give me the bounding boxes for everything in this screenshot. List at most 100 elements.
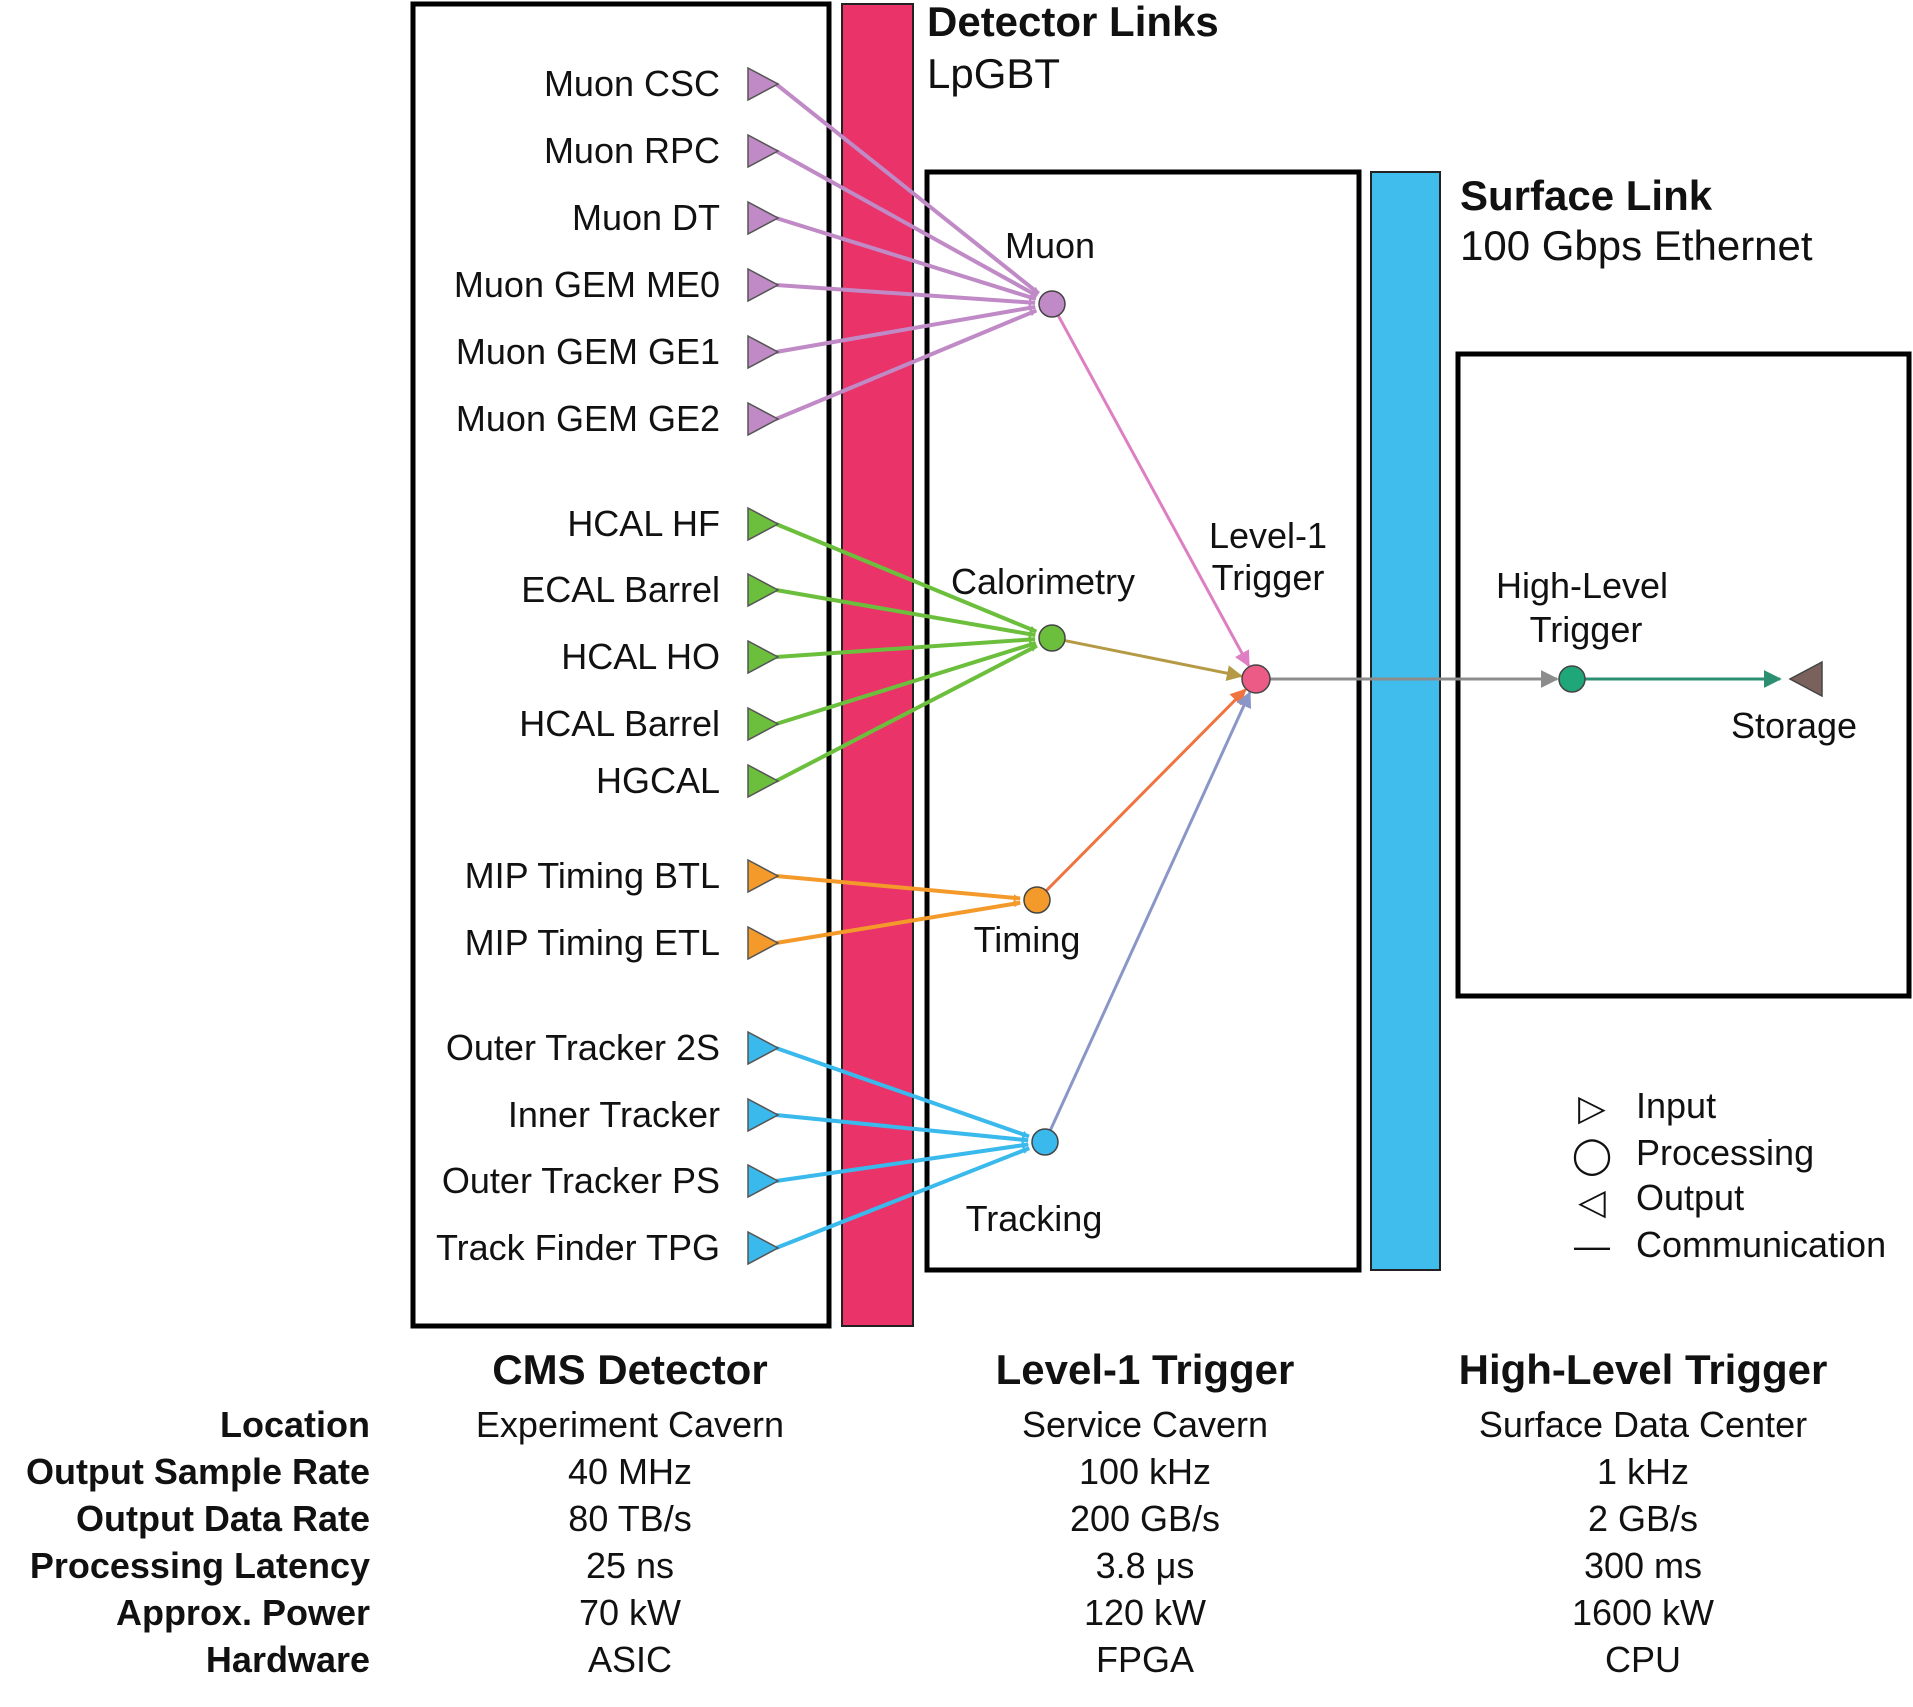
muon-input-link	[775, 149, 1039, 298]
table-cell: 2 GB/s	[1588, 1498, 1698, 1539]
edges	[774, 82, 1782, 1250]
legend-input-icon: ▷	[1578, 1087, 1606, 1128]
timing-input-link	[775, 900, 1021, 945]
input-label: MIP Timing BTL	[465, 855, 720, 896]
table-cell: 25 ns	[586, 1545, 674, 1586]
input-label: Outer Tracker 2S	[446, 1027, 720, 1068]
input-triangle-icon	[747, 133, 780, 169]
table-cell: CPU	[1605, 1639, 1681, 1680]
timing-processing-node	[1023, 886, 1051, 914]
timing-node-label: Timing	[974, 919, 1081, 960]
input-label: Muon RPC	[544, 130, 720, 171]
legend: ▷ Input ◯ Processing ◁ Output — Communic…	[1572, 1085, 1886, 1266]
tracking-node-label: Tracking	[966, 1198, 1103, 1239]
calorimetry-input-link	[775, 641, 1037, 726]
input-triangle-icon	[747, 334, 780, 370]
table-cell: 1 kHz	[1597, 1451, 1689, 1492]
table-cell: 100 kHz	[1079, 1451, 1211, 1492]
legend-processing-icon: ◯	[1572, 1134, 1612, 1176]
surface-link-subtitle: 100 Gbps Ethernet	[1460, 222, 1813, 269]
tracking-processing-node	[1031, 1128, 1059, 1156]
level1-trigger-node	[1241, 664, 1271, 694]
legend-input-label: Input	[1636, 1085, 1716, 1126]
tracking-input-link	[775, 1113, 1029, 1144]
level1-trigger-box	[924, 169, 1362, 1273]
muon-to-level1-link	[1056, 314, 1251, 668]
storage-label: Storage	[1731, 705, 1857, 746]
row-label-output-data-rate: Output Data Rate	[76, 1498, 370, 1539]
table-cell: ASIC	[588, 1639, 672, 1680]
row-label-hardware: Hardware	[206, 1639, 370, 1680]
input-triangle-icon	[747, 858, 780, 894]
input-triangle-icon	[747, 639, 780, 675]
level1-node-label-line1: Level-1	[1209, 515, 1327, 556]
calorimetry-input-link	[775, 588, 1036, 638]
column-header-high-level-trigger: High-Level Trigger	[1459, 1346, 1828, 1393]
table-cell: 200 GB/s	[1070, 1498, 1220, 1539]
input-triangle-icon	[747, 1163, 780, 1199]
table-cell: 300 ms	[1584, 1545, 1702, 1586]
calorimetry-node-label: Calorimetry	[951, 561, 1135, 602]
table-cell: 70 kW	[579, 1592, 681, 1633]
input-label: ECAL Barrel	[521, 569, 720, 610]
input-triangle-icon	[747, 401, 780, 437]
input-label: HCAL HO	[561, 636, 720, 677]
input-triangle-icon	[747, 1030, 780, 1066]
column-header-cms-detector: CMS Detector	[492, 1346, 767, 1393]
row-label-output-sample-rate: Output Sample Rate	[26, 1451, 370, 1492]
input-triangle-icon	[747, 66, 780, 102]
input-triangle-icon	[747, 925, 780, 961]
muon-input-link	[775, 283, 1036, 306]
legend-processing-label: Processing	[1636, 1132, 1814, 1173]
cms-detector-box	[410, 1, 832, 1329]
hlt-node-label-line1: High-Level	[1496, 565, 1668, 606]
table-cell: 120 kW	[1084, 1592, 1206, 1633]
row-label-approx-power: Approx. Power	[116, 1592, 370, 1633]
calorimetry-input-link	[775, 522, 1038, 634]
tracking-input-link	[775, 1146, 1030, 1250]
table-cell: Surface Data Center	[1479, 1404, 1807, 1445]
calorimetry-input-link	[775, 644, 1038, 783]
stage-table: CMS Detector Level-1 Trigger High-Level …	[26, 1346, 1827, 1680]
detector-links-bar	[841, 3, 914, 1327]
muon-node-label: Muon	[1005, 225, 1095, 266]
muon-input-link	[774, 82, 1040, 295]
surface-link-bar	[1370, 171, 1441, 1271]
calorimetry-input-link	[775, 636, 1036, 659]
legend-output-label: Output	[1636, 1177, 1744, 1218]
input-triangle-icon	[747, 1097, 780, 1133]
tracking-to-level1-link	[1049, 691, 1252, 1131]
muon-input-link	[775, 216, 1037, 301]
input-label: Muon GEM GE2	[456, 398, 720, 439]
tracking-input-link	[775, 1141, 1029, 1183]
muon-processing-node	[1038, 290, 1066, 318]
calorimetry-processing-node	[1038, 624, 1066, 652]
surface-link-title: Surface Link	[1460, 172, 1713, 219]
storage-output-triangle-icon	[1788, 660, 1823, 698]
input-triangle-icon	[747, 763, 780, 799]
input-triangle-icon	[747, 506, 780, 542]
level1-node-label-line2: Trigger	[1212, 557, 1325, 598]
row-label-processing-latency: Processing Latency	[30, 1545, 370, 1586]
input-label: MIP Timing ETL	[465, 922, 720, 963]
table-cell: 1600 kW	[1572, 1592, 1714, 1633]
tracking-input-link	[775, 1046, 1030, 1139]
muon-input-link	[775, 304, 1036, 354]
table-cell: Experiment Cavern	[476, 1404, 784, 1445]
legend-output-icon: ◁	[1578, 1181, 1606, 1222]
input-label: Inner Tracker	[508, 1094, 720, 1135]
input-label: Muon GEM GE1	[456, 331, 720, 372]
input-triangle-icon	[747, 267, 780, 303]
hlt-node-label-line2: Trigger	[1530, 609, 1643, 650]
table-cell: Service Cavern	[1022, 1404, 1268, 1445]
column-header-level1-trigger: Level-1 Trigger	[996, 1346, 1295, 1393]
table-cell: 40 MHz	[568, 1451, 692, 1492]
calorimetry-to-level1-link	[1064, 639, 1243, 682]
table-cell: 3.8 μs	[1096, 1545, 1195, 1586]
input-triangle-icon	[747, 1230, 780, 1266]
input-label: Muon GEM ME0	[454, 264, 720, 305]
input-label: Muon DT	[572, 197, 720, 238]
legend-communication-icon: —	[1574, 1225, 1610, 1266]
high-level-trigger-box	[1455, 351, 1912, 999]
